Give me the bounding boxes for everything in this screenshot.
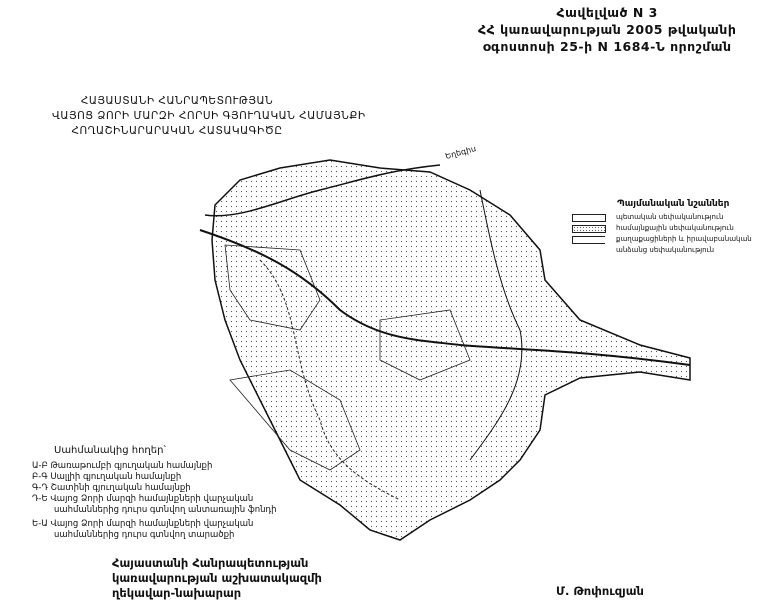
adjacent-item: Ա-Բ Թառաթումբի գյուղական համայնքի [32, 461, 213, 471]
legend-swatch [572, 236, 605, 244]
adjacent-lands: Սահմանակից հողեր՝ Ա-Բ Թառաթումբի գյուղակ… [32, 444, 277, 541]
road [469, 189, 523, 461]
annex-header: Հավելված N 3 ՀՀ կառավարության 2005 թվակա… [478, 4, 736, 55]
signatory-name: Մ. Թոփուզյան [556, 584, 644, 598]
map-title-line-2: ՎԱՅՈՑ ՁՈՐԻ ՄԱՐԶԻ ՀՈՐՍԻ ԳՅՈՒՂԱԿԱՆ ՀԱՄԱՅՆՔ… [52, 110, 366, 122]
annex-line-3: օգոստոսի 25-ի N 1684-Ն որոշման [482, 39, 732, 54]
legend-item: քաղաքացիների և իրավաբանական [572, 234, 752, 245]
signatory-title: Հայաստանի Հանրապետության կառավարության ա… [112, 556, 322, 601]
adjacent-item: Բ-Գ Սալլիի գյուղական համայնքի [32, 472, 182, 482]
adjacent-item: սահմաններից դուրս գտնվող անտառային ֆոնդի [54, 505, 277, 515]
adjacent-item: սահմաններից դուրս գտնվող տարածքի [54, 530, 235, 540]
legend-label: համայնքային սեփականություն [616, 224, 734, 232]
parcels [379, 309, 471, 381]
community-boundary [211, 159, 691, 541]
legend-title: Պայմանական նշաններ [617, 199, 730, 209]
footer-line-2: կառավարության աշխատակազմի [112, 571, 322, 585]
map-title-line-1: ՀԱՅԱՍՏԱՆԻ ՀԱՆՐԱՊԵՏՈՒԹՅԱՆ [80, 95, 274, 107]
footer-line-3: ղեկավար-նախարար [112, 586, 242, 600]
river [199, 229, 691, 366]
legend-swatch [572, 214, 606, 222]
adjacent-item: Գ-Դ Շատինի գյուղական համայնքի [32, 483, 191, 493]
road [259, 259, 401, 501]
road [204, 164, 441, 217]
legend-item: անձանց սեփականություն [572, 245, 729, 256]
annex-number: Հավելված N 3 [556, 5, 658, 20]
legend-swatch [572, 225, 606, 233]
legend-item: համայնքային սեփականություն [572, 223, 734, 234]
legend-item: պետական սեփականություն [572, 212, 729, 223]
adjacent-title: Սահմանակից հողեր՝ [54, 445, 166, 456]
parcels [229, 369, 361, 471]
annex-line-2: ՀՀ կառավարության 2005 թվականի [478, 22, 737, 37]
map-legend: Պայմանական նշաններ պետական սեփականությու… [572, 198, 752, 256]
legend-label: պետական սեփականություն [616, 213, 724, 221]
adjacent-item: Ե-Ա Վայոց Ձորի մարզի համայնքների վարչակա… [32, 519, 254, 529]
settlement-area [224, 244, 321, 331]
adjacent-item: Դ-Ե Վայոց Ձորի մարզի համայնքների վարչակա… [32, 494, 254, 504]
footer-line-1: Հայաստանի Հանրապետության [112, 556, 309, 570]
legend-label: անձանց սեփականություն [616, 246, 715, 254]
map-title-line-3: ՀՈՂԱՇԻՆԱՐԱՐԱԿԱՆ ՀԱՏԱԿԱԳԻԾԸ [71, 125, 283, 137]
map-title: ՀԱՅԱՍՏԱՆԻ ՀԱՆՐԱՊԵՏՈՒԹՅԱՆ ՎԱՅՈՑ ՁՈՐԻ ՄԱՐԶ… [52, 94, 366, 139]
legend-label: քաղաքացիների և իրավաբանական [616, 235, 752, 243]
